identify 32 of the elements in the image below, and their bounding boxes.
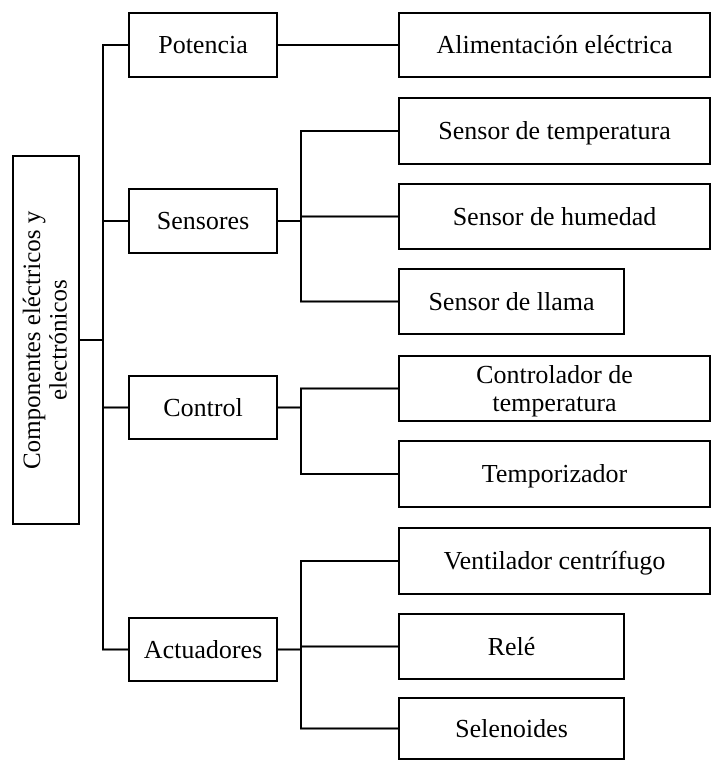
box-label: Selenoides — [455, 714, 568, 742]
box-label: Temporizador — [482, 460, 628, 488]
process-box — [398, 440, 711, 508]
box-label: Controlador de temperatura — [475, 361, 634, 416]
box-label: Sensor de humedad — [452, 202, 656, 230]
process-box — [128, 617, 278, 682]
box-label: Control — [163, 394, 243, 422]
process-box — [398, 183, 711, 250]
connector-line — [278, 44, 398, 46]
box-label: Ventilador centrífugo — [444, 547, 666, 575]
process-box — [398, 268, 625, 335]
process-box — [128, 188, 278, 254]
process-box — [398, 97, 711, 165]
box-label: Sensor de temperatura — [438, 117, 671, 145]
process-box — [398, 697, 625, 760]
process-box — [398, 355, 711, 422]
process-box — [128, 12, 278, 78]
process-box — [128, 375, 278, 440]
connector-line — [80, 339, 128, 650]
box-label: Sensores — [156, 207, 250, 235]
process-box — [398, 613, 625, 680]
process-box — [398, 12, 711, 78]
box-label: Alimentación eléctrica — [436, 31, 673, 59]
connector-line — [278, 648, 398, 730]
box-label: Sensor de llama — [428, 288, 595, 316]
box-label: Relé — [488, 632, 536, 660]
box-label: Potencia — [158, 31, 248, 59]
box-label: Actuadores — [144, 636, 262, 664]
process-box — [12, 155, 80, 525]
connector-line — [278, 220, 398, 302]
process-box — [398, 527, 711, 595]
box-label: Componentes eléctricos y electrónicos — [20, 210, 72, 472]
